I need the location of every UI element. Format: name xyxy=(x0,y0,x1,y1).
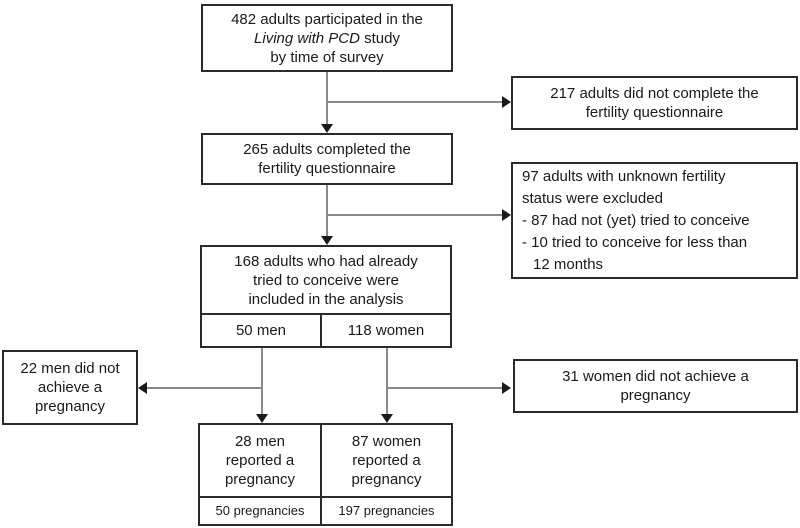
box-text-line: fertility questionnaire xyxy=(258,160,396,177)
arrowhead-down-icon xyxy=(381,414,393,423)
box-text-line: reported a xyxy=(352,452,421,470)
arrowhead-left-icon xyxy=(138,382,147,394)
connector-to-not-completed xyxy=(327,101,502,103)
study-name-italic: Living with PCD xyxy=(254,29,360,47)
arrowhead-down-icon xyxy=(321,124,333,133)
arrowhead-right-icon xyxy=(502,96,511,108)
box-text-line: 50 pregnancies xyxy=(215,503,305,519)
men-pregnancies-total-cell: 50 pregnancies xyxy=(200,498,322,524)
women-pregnancies-total-cell: 197 pregnancies xyxy=(322,498,451,524)
women-count-cell: 118 women xyxy=(322,315,450,346)
box-text-line: pregnancy xyxy=(351,471,422,489)
study-name-rest: study xyxy=(359,29,400,47)
box-text-line: 265 adults completed the xyxy=(243,141,411,158)
connector-completed-to-included xyxy=(326,185,328,236)
box-text-line: 217 adults did not complete the xyxy=(550,85,759,102)
flow-box-excluded: 97 adults with unknown fertility status … xyxy=(511,162,798,279)
connector-to-excluded xyxy=(327,214,502,216)
arrowhead-right-icon xyxy=(502,382,511,394)
arrowhead-down-icon xyxy=(321,236,333,245)
included-header: 168 adults who had already tried to conc… xyxy=(202,247,450,313)
box-text-line: 97 adults with unknown fertility xyxy=(522,167,726,185)
reported-main-row: 28 men reported a pregnancy 87 women rep… xyxy=(200,425,451,497)
connector-to-women-no-pregnancy xyxy=(387,387,502,389)
connector-participated-to-completed xyxy=(326,72,328,125)
box-text-line: 197 pregnancies xyxy=(338,503,435,519)
box-text-line: fertility questionnaire xyxy=(585,104,724,121)
included-subrow: 50 men 118 women xyxy=(202,313,450,346)
flow-box-men-no-pregnancy: 22 men did not achieve a pregnancy xyxy=(2,350,138,425)
box-text-line: pregnancy xyxy=(620,387,691,404)
box-text-line: - 87 had not (yet) tried to conceive xyxy=(522,211,750,229)
box-text-line: tried to conceive were xyxy=(253,271,399,289)
box-text-line: 22 men did not xyxy=(20,360,120,377)
connector-women-to-reported xyxy=(386,348,388,414)
women-pregnancy-cell: 87 women reported a pregnancy xyxy=(322,425,451,496)
box-text-line: pregnancy xyxy=(34,398,106,415)
box-text-line: 482 adults participated in the xyxy=(231,10,423,28)
box-text-line: pregnancy xyxy=(224,471,296,489)
box-text-line: achieve a xyxy=(37,379,103,396)
box-text-line: 87 women xyxy=(351,433,422,451)
men-pregnancy-cell: 28 men reported a pregnancy xyxy=(200,425,322,497)
box-text-line: 12 months xyxy=(533,255,604,273)
flow-box-reported-pregnancy: 28 men reported a pregnancy 87 women rep… xyxy=(198,423,453,526)
reported-totals-row: 50 pregnancies 197 pregnancies xyxy=(200,496,451,524)
box-text-line: status were excluded xyxy=(522,189,663,207)
arrowhead-down-icon xyxy=(256,414,268,423)
box-text-line: included in the analysis xyxy=(248,290,404,308)
box-text-line: 31 women did not achieve a xyxy=(562,368,749,385)
box-text-line: 118 women xyxy=(347,322,425,339)
box-text-line: Living with PCD study xyxy=(254,29,400,48)
box-text-line: 50 men xyxy=(235,322,287,339)
men-count-cell: 50 men xyxy=(202,315,322,346)
flow-box-completed: 265 adults completed the fertility quest… xyxy=(201,133,453,185)
box-text-line: - 10 tried to conceive for less than xyxy=(522,233,748,251)
connector-men-to-reported xyxy=(261,348,263,414)
flow-box-not-completed: 217 adults did not complete the fertilit… xyxy=(511,76,798,130)
box-text-line: 168 adults who had already xyxy=(234,252,418,270)
flow-box-women-no-pregnancy: 31 women did not achieve a pregnancy xyxy=(513,359,798,413)
arrowhead-right-icon xyxy=(502,209,511,221)
flow-box-participated: 482 adults participated in the Living wi… xyxy=(201,4,453,72)
flow-box-included: 168 adults who had already tried to conc… xyxy=(200,245,452,348)
box-text-line: 28 men xyxy=(234,433,286,451)
connector-to-men-no-pregnancy xyxy=(147,387,262,389)
box-text-line: by time of survey xyxy=(270,48,384,66)
box-text-line: reported a xyxy=(225,452,295,470)
